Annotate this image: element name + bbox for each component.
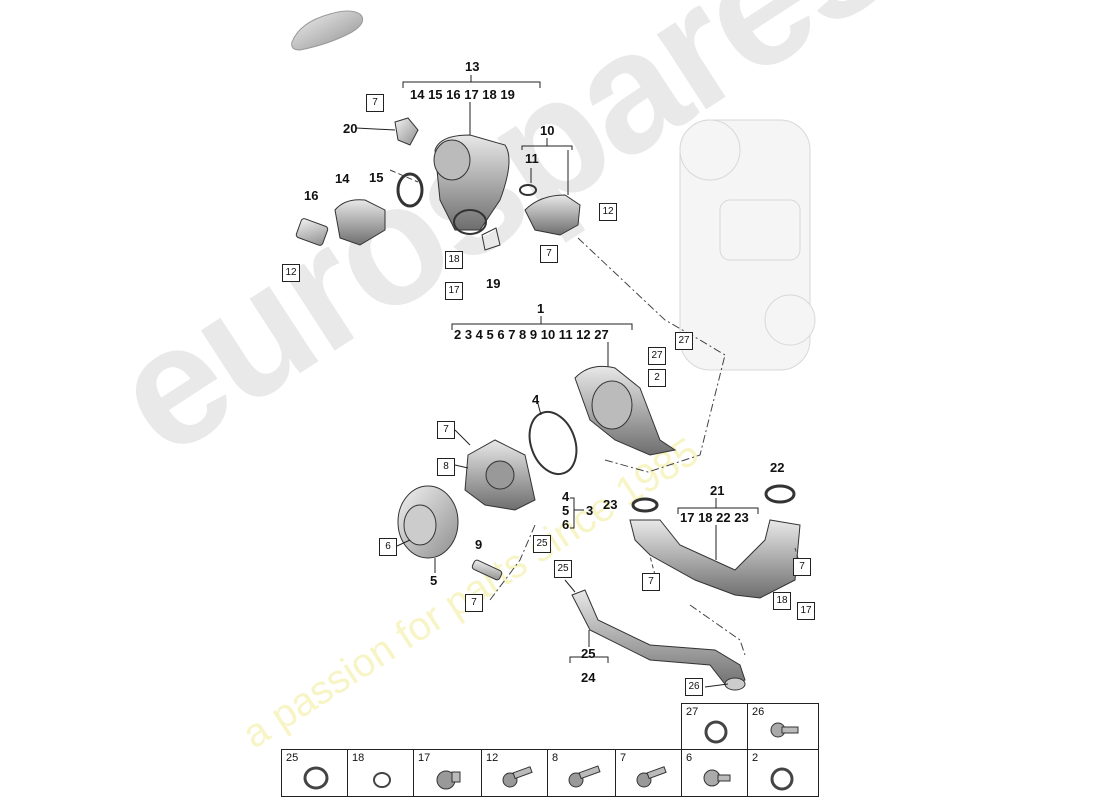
callout-5: 5 (430, 573, 438, 588)
parts-table-cell-6: 6 (681, 749, 749, 797)
screw-icon (770, 722, 799, 738)
callout-24: 24 (581, 670, 596, 685)
callout-16: 16 (304, 188, 319, 203)
parts-table-cell-18: 18 (347, 749, 415, 797)
callout-22: 22 (770, 460, 785, 475)
coolant-pipe-21 (629, 519, 801, 599)
bolt-9 (471, 559, 503, 581)
callout-19: 19 (486, 276, 501, 291)
parts-table-label: 26 (752, 706, 765, 718)
callout-9: 9 (475, 537, 483, 552)
callout-4-group: 4 (562, 489, 570, 504)
seal-ring-15 (396, 172, 424, 208)
boxed-label-7: 7 (465, 594, 483, 612)
boxed-label-6: 6 (379, 538, 397, 556)
callout-4: 4 (532, 392, 540, 407)
background-engine (679, 119, 816, 371)
parts-table-label: 27 (686, 706, 699, 718)
coolant-pipe-25 (571, 589, 746, 689)
seal-23 (631, 497, 659, 513)
parts-table-cell-2: 2 (747, 749, 819, 797)
boxed-label-7: 7 (437, 421, 455, 439)
bolt-icon (636, 766, 667, 788)
parts-table-cell-27: 27 (681, 703, 749, 751)
boxed-label-18: 18 (445, 251, 463, 269)
boxed-label-12: 12 (599, 203, 617, 221)
boxed-label-27: 27 (648, 347, 666, 365)
boxed-label-12: 12 (282, 264, 300, 282)
boxed-label-17: 17 (797, 602, 815, 620)
sensor-20 (394, 117, 419, 146)
callout-10: 10 (540, 123, 555, 138)
callout-14: 14 (335, 171, 350, 186)
parts-table-label: 18 (352, 752, 365, 764)
boxed-label-27: 27 (675, 332, 693, 350)
parts-table-cell-25: 25 (281, 749, 349, 797)
callout-21: 21 (710, 483, 725, 498)
parts-table-label: 7 (620, 752, 627, 764)
sensor-16 (295, 218, 329, 246)
callout-15: 15 (369, 170, 384, 185)
bolt-icon (502, 766, 533, 788)
parts-table-label: 17 (418, 752, 431, 764)
boxed-label-25: 25 (533, 535, 551, 553)
bolt-icon (568, 765, 601, 788)
boxed-label-17: 17 (445, 282, 463, 300)
seal-22 (764, 484, 796, 504)
connector-10 (524, 194, 581, 236)
callout-1-subparts: 2 3 4 5 6 7 8 9 10 11 12 27 (454, 327, 609, 342)
callout-23: 23 (603, 497, 618, 512)
callout-13: 13 (465, 59, 480, 74)
callout-3: 3 (586, 503, 594, 518)
parts-table-cell-7: 7 (615, 749, 683, 797)
parts-table-label: 12 (486, 752, 499, 764)
parts-table-label: 25 (286, 752, 299, 764)
callout-20: 20 (343, 121, 358, 136)
parts-table-label: 2 (752, 752, 759, 764)
parts-table-cell-12: 12 (481, 749, 549, 797)
boxed-label-25: 25 (554, 560, 572, 578)
thermostat-14 (334, 199, 386, 246)
callout-13-subparts: 14 15 16 17 18 19 (410, 87, 515, 102)
o-ring-icon (373, 772, 391, 788)
boxed-label-7: 7 (642, 573, 660, 591)
parts-table-cell-8: 8 (547, 749, 617, 797)
parts-table-cell-17: 17 (413, 749, 483, 797)
plug-screw-icon (436, 770, 461, 790)
screw-icon (703, 769, 731, 787)
o-ring-icon (704, 720, 728, 744)
seal-11 (519, 184, 537, 196)
callout-5-group: 5 (562, 503, 570, 518)
callout-25: 25 (581, 646, 596, 661)
boxed-label-2: 2 (648, 369, 666, 387)
gasket-4 (528, 411, 578, 475)
boxed-label-8: 8 (437, 458, 455, 476)
callout-21-subparts: 17 18 22 23 (680, 510, 749, 525)
callout-6-group: 6 (562, 517, 570, 532)
boxed-label-7: 7 (540, 245, 558, 263)
callout-11: 11 (525, 151, 539, 166)
parts-table-cell-26: 26 (747, 703, 819, 751)
boxed-label-7: 7 (366, 94, 384, 112)
car-thumbnail-icon (291, 10, 364, 51)
boxed-label-7: 7 (793, 558, 811, 576)
boxed-label-26: 26 (685, 678, 703, 696)
o-ring-icon (770, 767, 794, 791)
clip-19 (481, 227, 501, 251)
parts-table-label: 6 (686, 752, 693, 764)
boxed-label-18: 18 (773, 592, 791, 610)
parts-table-label: 8 (552, 752, 559, 764)
o-ring-icon (303, 766, 329, 790)
callout-1: 1 (537, 301, 545, 316)
